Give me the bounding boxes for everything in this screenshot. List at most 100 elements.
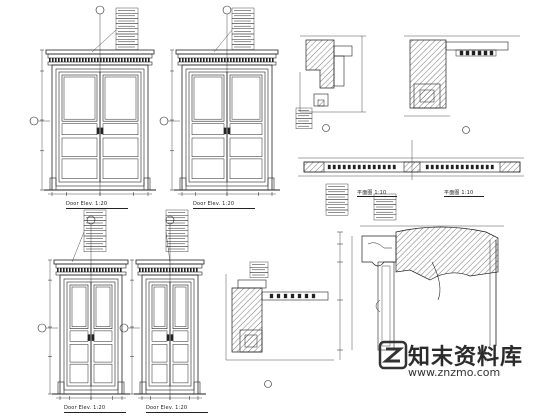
dentil <box>269 58 271 62</box>
dentil <box>57 268 59 272</box>
plan-block <box>480 164 484 170</box>
elevation-caption-3: Door Elev. 1:20 <box>64 405 106 411</box>
dentil <box>139 268 141 272</box>
caption-underline <box>66 208 128 209</box>
leader-line <box>91 29 117 53</box>
door-elevations <box>29 5 280 400</box>
plan-block <box>460 164 464 170</box>
leaf-outline <box>99 71 142 183</box>
upper-panel <box>69 284 89 329</box>
dentil <box>121 58 123 62</box>
upper-panel <box>229 74 263 122</box>
rail-block <box>477 50 482 56</box>
plinth-right <box>117 381 125 395</box>
door-leaf <box>66 281 92 387</box>
section-marker-icon <box>95 5 105 15</box>
watermark-url: www.znzmo.com <box>408 366 501 379</box>
dentil <box>179 58 181 62</box>
middle-rail <box>69 330 89 342</box>
plinth-left <box>179 177 187 191</box>
plan-block <box>342 164 346 170</box>
dentil <box>194 58 196 62</box>
frame-core <box>244 334 258 348</box>
dentil <box>200 58 202 62</box>
lower-panel <box>229 137 263 157</box>
dentil <box>66 268 68 272</box>
dentil <box>63 268 65 272</box>
lower-panel <box>191 158 225 179</box>
head-section-detail <box>404 35 520 134</box>
dentil <box>242 58 244 62</box>
lower-panel <box>69 344 89 363</box>
casing-profile <box>333 55 345 87</box>
note-cell <box>325 209 349 216</box>
dentil <box>245 58 247 62</box>
dentil <box>111 268 113 272</box>
elevation-caption-4: Door Elev. 1:20 <box>146 405 188 411</box>
dentil <box>157 268 159 272</box>
dentil <box>236 58 238 62</box>
section-marker-icon <box>37 323 47 333</box>
door-leaf <box>99 71 142 183</box>
top-moulding <box>237 279 267 289</box>
door-leaf <box>58 71 101 183</box>
middle-rail <box>172 330 189 342</box>
dentil <box>108 268 110 272</box>
dentil <box>91 58 93 62</box>
watermark-name: 知末资料库 <box>408 345 524 370</box>
dentil <box>209 58 211 62</box>
door-leaf <box>148 281 171 387</box>
plan-block <box>455 164 459 170</box>
dentil <box>88 58 90 62</box>
lower-panel <box>69 363 89 384</box>
dentil <box>266 58 268 62</box>
dentil <box>145 268 147 272</box>
rail-block <box>297 293 302 299</box>
pilaster-profile <box>377 261 395 351</box>
door-elevation-1 <box>29 5 156 196</box>
dentil <box>114 268 116 272</box>
plan-caption-1: 平面图 1:10 <box>357 190 387 196</box>
door-elevation-3 <box>37 215 130 400</box>
middle-rail <box>229 123 263 135</box>
lower-panel <box>229 158 263 179</box>
dentil-band <box>57 268 122 272</box>
dentil <box>94 58 96 62</box>
lower-panel <box>102 158 139 179</box>
cornice-profile <box>361 235 397 267</box>
dentil <box>93 268 95 272</box>
threshold-section-detail <box>225 274 334 388</box>
dentil <box>69 268 71 272</box>
dentil <box>187 268 189 272</box>
head-rail <box>455 49 497 57</box>
plan-block <box>382 164 386 170</box>
jamb-section-detail <box>299 35 366 132</box>
dentil <box>102 268 104 272</box>
note-stack <box>373 193 397 221</box>
cornice-curve <box>367 242 392 249</box>
frame-core <box>317 99 325 107</box>
leader-line <box>71 231 85 263</box>
dentil <box>84 268 86 272</box>
note-stack <box>295 107 313 129</box>
dentil <box>49 58 51 62</box>
note-cell <box>83 246 107 252</box>
plinth-right <box>193 381 201 395</box>
dentil <box>60 268 62 272</box>
dentil <box>257 58 259 62</box>
annotation-stacks <box>71 7 397 278</box>
section-marker-icon <box>86 215 96 225</box>
section-marker-icon <box>222 5 232 15</box>
dentil <box>154 268 156 272</box>
dentil <box>272 58 274 62</box>
middle-rail <box>61 123 98 135</box>
dentil <box>221 58 223 62</box>
dentil <box>218 58 220 62</box>
door-handle <box>91 334 95 341</box>
upper-panel <box>102 74 139 122</box>
door-handle <box>100 127 104 135</box>
dentil <box>178 268 180 272</box>
dentil <box>72 268 74 272</box>
lower-panel <box>172 344 189 363</box>
dentil <box>188 58 190 62</box>
